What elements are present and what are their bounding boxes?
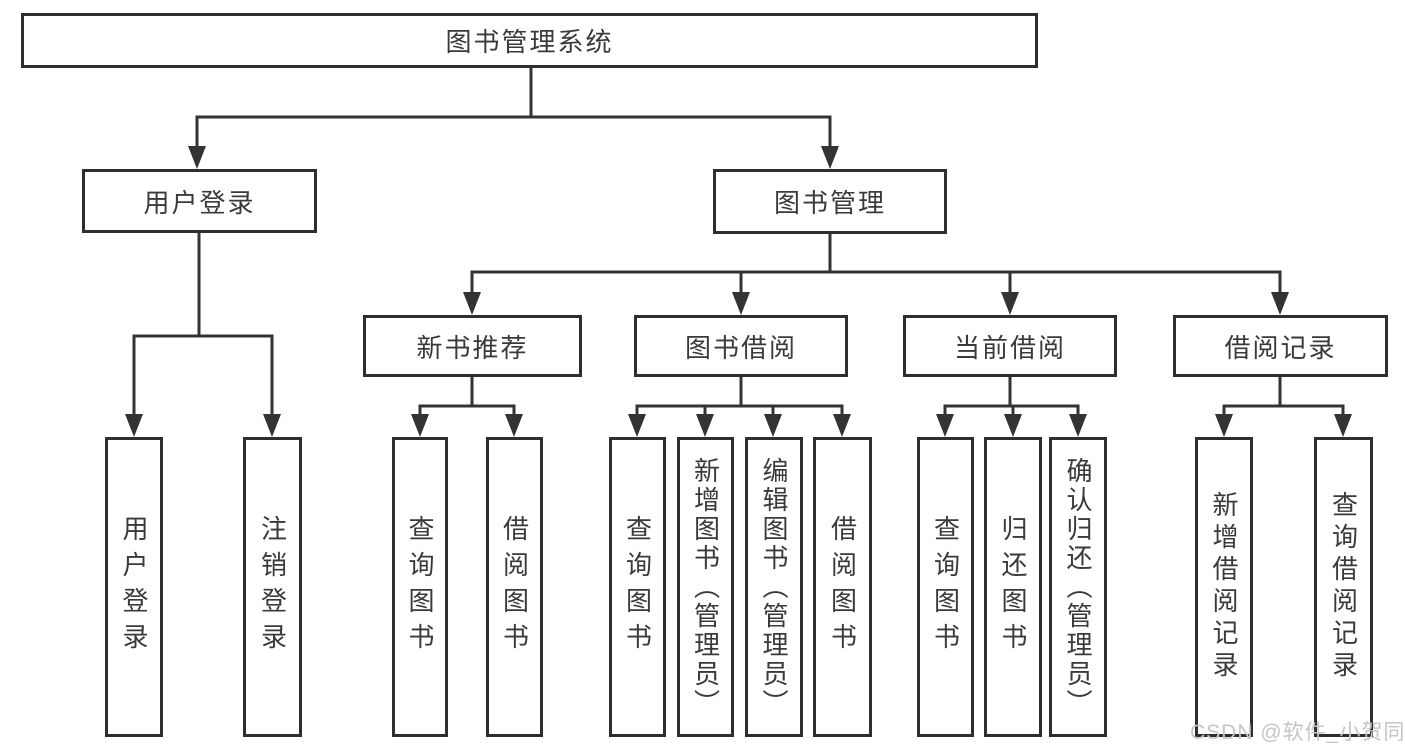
leaf-recommend-query-books-label: 查询图书 [405,515,435,659]
leaf-logout: 注销登录 [243,437,302,737]
leaf-return-books-label: 归还图书 [998,515,1028,659]
node-borrow-records-label: 借阅记录 [1224,332,1337,363]
leaf-add-borrow-record-label: 新增借阅记录 [1209,491,1239,683]
borrow-records-connector [1215,375,1352,437]
leaf-logout-label: 注销登录 [257,515,288,659]
leaf-recommend-borrow-books: 借阅图书 [486,437,543,737]
leaf-borrow-borrow-books: 借阅图书 [813,437,872,737]
node-book-management-label: 图书管理 [773,188,886,218]
root-to-branches-connector [188,66,839,169]
node-book-borrow: 图书借阅 [634,315,848,377]
leaf-current-query-books: 查询图书 [917,437,974,737]
leaf-recommend-borrow-books-label: 借阅图书 [499,515,530,659]
leaf-recommend-query-books: 查询图书 [392,437,448,737]
node-library-management-system: 图书管理系统 [21,13,1038,68]
node-new-book-recommend-label: 新书推荐 [416,332,529,363]
leaf-borrow-borrow-books-label: 借阅图书 [827,515,858,659]
node-library-management-system-label: 图书管理系统 [445,27,614,57]
node-user-login-label: 用户登录 [143,187,256,218]
node-user-login: 用户登录 [82,169,317,233]
current-borrow-connector [936,375,1087,437]
user-login-connector [125,231,281,437]
leaf-add-borrow-record: 新增借阅记录 [1195,437,1253,737]
leaf-confirm-return-admin-label: 确认归还（管理员） [1063,456,1093,718]
node-new-book-recommend: 新书推荐 [363,315,582,377]
leaf-query-borrow-record: 查询借阅记录 [1314,437,1373,737]
leaf-return-books: 归还图书 [984,437,1042,737]
leaf-borrow-query-books-label: 查询图书 [622,515,653,659]
book-management-connector [463,232,1289,315]
node-current-borrow: 当前借阅 [903,315,1117,377]
book-borrow-connector [628,375,851,437]
node-book-borrow-label: 图书借阅 [684,332,797,363]
new-book-recommend-connector [411,375,523,437]
node-book-management: 图书管理 [713,169,947,234]
leaf-borrow-query-books: 查询图书 [609,437,666,737]
leaf-query-borrow-record-label: 查询借阅记录 [1328,491,1359,683]
leaf-confirm-return-admin: 确认归还（管理员） [1049,437,1107,737]
leaf-edit-books-admin-label: 编辑图书（管理员） [759,456,789,718]
leaf-user-login-label: 用户登录 [119,515,149,659]
leaf-current-query-books-label: 查询图书 [930,515,961,659]
watermark: CSDN @软件_小贺同学 [1190,721,1405,744]
leaf-edit-books-admin: 编辑图书（管理员） [745,437,803,737]
node-current-borrow-label: 当前借阅 [953,332,1066,363]
leaf-add-books-admin-label: 新增图书（管理员） [690,456,721,718]
node-borrow-records: 借阅记录 [1173,315,1388,377]
leaf-user-login: 用户登录 [105,437,163,737]
leaf-add-books-admin: 新增图书（管理员） [677,437,734,737]
